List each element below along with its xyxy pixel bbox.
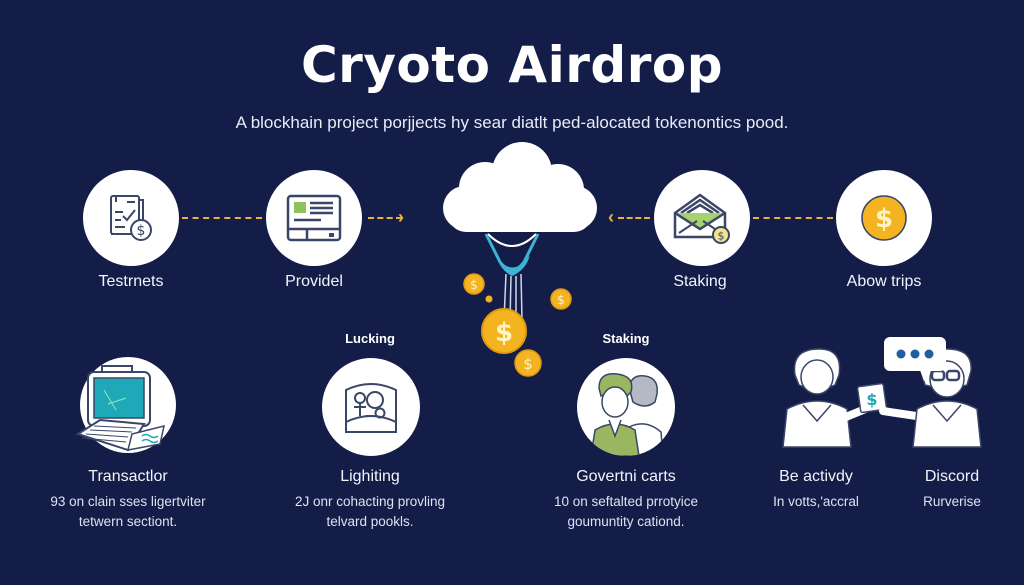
browser-window-icon	[286, 194, 342, 242]
testnets-label: Testrnets	[98, 273, 164, 290]
svg-text:$: $	[470, 278, 478, 292]
transaction-desc-line1: 93 on clain sses ligertviter	[50, 494, 206, 509]
rewards-label: Abow trips	[846, 273, 922, 290]
svg-text:$: $	[866, 390, 877, 409]
discord-desc: Rurverise	[902, 492, 1002, 512]
provider-label: Providel	[285, 273, 343, 290]
lighting-desc: 2J onr cohacting provling telvard pookls…	[270, 492, 470, 532]
people-frame-icon	[345, 383, 397, 433]
discord-desc-line1: Rurverise	[923, 494, 981, 509]
dashed-connector	[753, 217, 833, 219]
governance-desc-line1: 10 on seftalted prrotyice	[553, 494, 699, 509]
svg-text:$: $	[718, 230, 725, 243]
svg-text:$: $	[875, 204, 893, 234]
people-exchange-icon: $	[782, 348, 982, 448]
svg-text:$: $	[137, 223, 146, 239]
staking-heading: Staking	[602, 331, 650, 346]
provider-node	[266, 170, 362, 266]
governance-desc-line2: goumuntity cationd.	[567, 514, 685, 529]
arrow-right-icon: ›	[398, 207, 404, 227]
envelope-dollar-icon: $	[673, 193, 730, 244]
computer-terminal-icon	[75, 365, 165, 452]
svg-text:$: $	[495, 318, 513, 348]
chat-bubble	[884, 337, 946, 381]
lighting-node	[322, 358, 420, 456]
page-title: Cryoto Airdrop	[300, 36, 724, 94]
lighting-desc-line1: 2J onr cohacting provling	[294, 494, 446, 509]
document-dollar-icon: $	[110, 195, 152, 241]
governance-label: Govertni carts	[576, 468, 676, 485]
cloud-airdrop-illustration: $ $ $ $	[430, 140, 600, 390]
falling-coins-icon: $ $ $ $	[463, 273, 572, 377]
be-active-desc-line1: In votts,'accral	[773, 494, 859, 509]
transaction-desc: 93 on clain sses ligertviter tetwern sec…	[28, 492, 228, 532]
staking-node: $	[654, 170, 750, 266]
rewards-node: $	[836, 170, 932, 266]
lighting-desc-line2: telvard pookls.	[326, 514, 414, 529]
gold-coin-icon: $	[861, 195, 907, 241]
transaction-desc-line2: tetwern sectiont.	[78, 514, 178, 529]
cloud-airdrop-icon	[443, 142, 597, 323]
governance-desc: 10 on seftalted prrotyice goumuntity cat…	[526, 492, 726, 532]
locking-heading: Lucking	[345, 331, 395, 346]
dashed-connector	[182, 217, 262, 219]
page-subtitle: A blockhain project porjjects hy sear di…	[235, 113, 789, 132]
be-active-desc: In votts,'accral	[756, 492, 876, 512]
dashed-connector	[618, 217, 650, 219]
staking-label: Staking	[673, 273, 727, 290]
transaction-label: Transactlor	[88, 468, 168, 485]
arrow-left-icon: ‹	[608, 207, 614, 227]
discord-label: Discord	[924, 468, 980, 485]
testnets-node: $	[83, 170, 179, 266]
two-people-icon	[590, 373, 664, 456]
governance-node	[577, 358, 675, 456]
dashed-connector	[368, 217, 402, 219]
be-active-label: Be activdy	[779, 468, 853, 485]
chat-bubble-icon	[896, 349, 934, 381]
lighting-label: Lighiting	[340, 468, 400, 485]
svg-text:$: $	[523, 355, 533, 373]
svg-text:$: $	[557, 293, 565, 307]
